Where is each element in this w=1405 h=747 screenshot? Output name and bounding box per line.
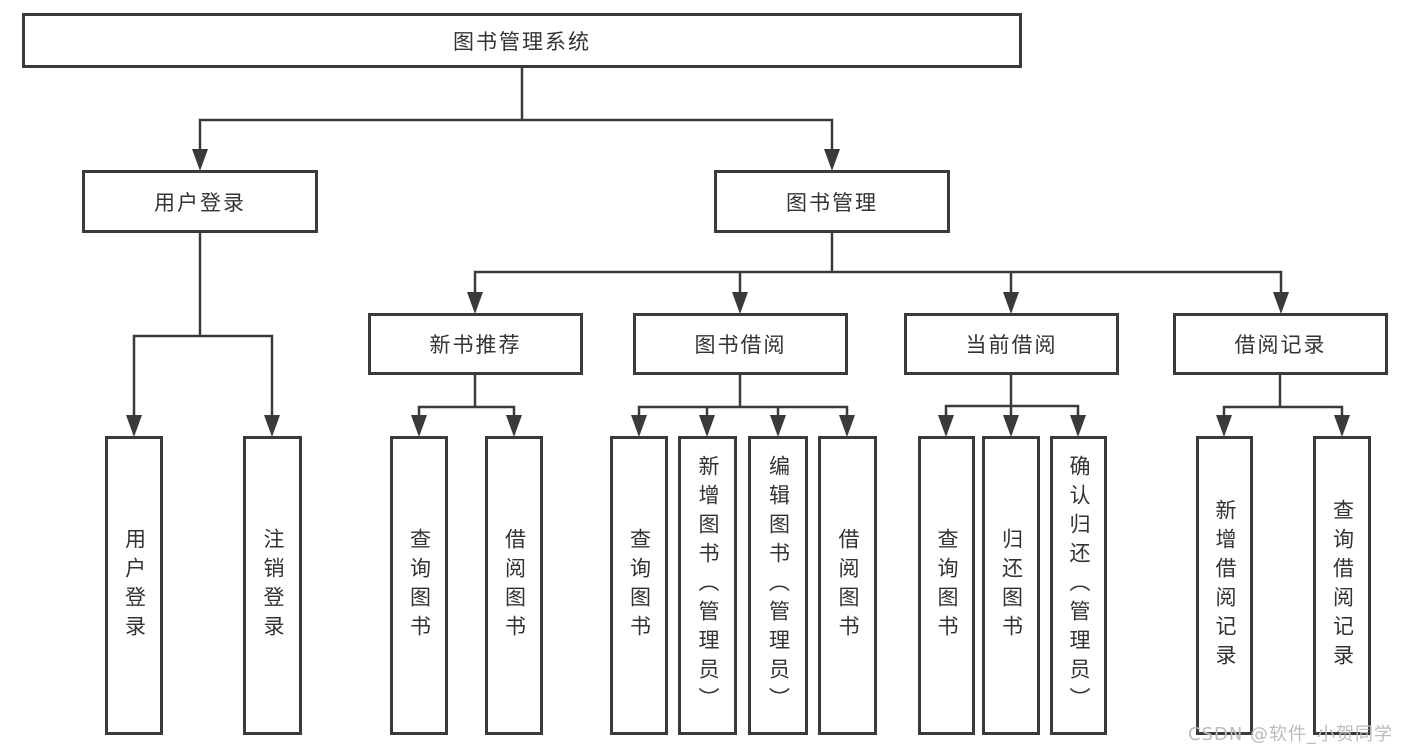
connector-userlogin-to-leaves [132,231,274,419]
connector-root-to-level2 [198,66,834,154]
arrow-icon [192,149,208,171]
leaf-bb-add-books-admin: 新增图书（管理员） [678,436,737,735]
leaf-bb-edit-books-admin: 编辑图书（管理员） [748,436,808,735]
leaf-br-add-record: 新增借阅记录 [1196,436,1253,735]
leaf-user-login: 用户登录 [105,436,163,735]
leaf-bb-borrow-books: 借阅图书 [818,436,877,735]
arrow-icon [1273,292,1289,314]
node-book-borrowing: 图书借阅 [633,313,848,375]
leaf-nb-borrow-books: 借阅图书 [485,436,543,735]
connector-records-to-leaves [1222,373,1344,419]
leaf-cb-confirm-return-admin: 确认归还（管理员） [1050,436,1107,735]
arrow-icon [770,415,786,437]
leaf-nb-query-books: 查询图书 [390,436,448,735]
arrow-icon [264,415,280,437]
arrow-icon [411,415,427,437]
arrow-icon [506,415,522,437]
arrow-icon [839,415,855,437]
connector-bookborrow-to-leaves [637,373,849,419]
node-book-management: 图书管理 [714,170,950,233]
node-root-system: 图书管理系统 [22,13,1022,68]
arrow-icon [126,415,142,437]
leaf-logout: 注销登录 [243,436,302,735]
node-current-borrowing: 当前借阅 [904,313,1119,375]
connector-currentborrow-to-leaves [944,373,1080,419]
arrow-icon [938,415,954,437]
csdn-watermark: CSDN @软件_小贺同学 [1188,724,1394,745]
arrow-icon [1334,415,1350,437]
arrow-icon [631,415,647,437]
arrow-icon [732,292,748,314]
leaf-cb-return-books: 归还图书 [982,436,1040,735]
arrow-icon [1003,415,1019,437]
leaf-br-query-record: 查询借阅记录 [1313,436,1371,735]
connector-newbooks-to-leaves [417,373,516,419]
arrow-icon [1070,415,1086,437]
arrow-icon [824,149,840,171]
connector-bookmgmt-to-level3 [473,231,1283,297]
node-borrowing-records: 借阅记录 [1173,313,1388,375]
node-new-book-recommend: 新书推荐 [368,313,583,375]
arrow-icon [699,415,715,437]
leaf-bb-query-books: 查询图书 [610,436,668,735]
arrow-icon [1003,292,1019,314]
leaf-cb-query-books: 查询图书 [918,436,975,735]
arrow-icon [467,292,483,314]
arrow-icon [1216,415,1232,437]
node-user-login: 用户登录 [82,170,318,233]
